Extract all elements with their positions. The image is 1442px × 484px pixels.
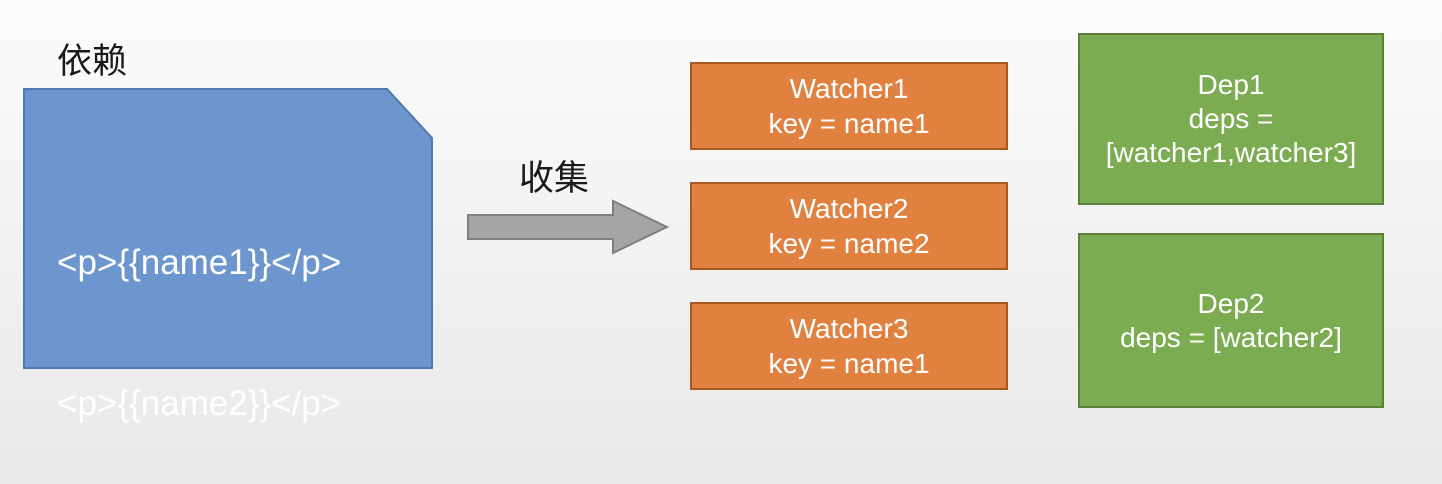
watcher-title: Watcher3 <box>789 313 909 344</box>
template-code: <p>{{name1}}</p> <p>{{name2}}</p> <p>{{n… <box>57 145 341 484</box>
watcher-key: key = name2 <box>768 228 930 259</box>
collect-label: 收集 <box>519 159 590 198</box>
dep2-box: Dep2 deps = [watcher2] <box>1078 233 1384 408</box>
watcher1-box: Watcher1 key = name1 <box>690 62 1008 150</box>
dep-line: [watcher1,watcher3] <box>1105 137 1357 168</box>
watcher2-box: Watcher2 key = name2 <box>690 182 1008 270</box>
watcher3-box: Watcher3 key = name1 <box>690 302 1008 390</box>
dependency-label: 依赖 <box>57 42 128 81</box>
watcher-title: Watcher2 <box>789 193 909 224</box>
collect-arrow <box>467 199 669 255</box>
dep-title: Dep1 <box>1197 69 1265 100</box>
right-arrow-icon <box>467 199 669 255</box>
snipped-rect-shape <box>23 88 433 369</box>
watcher-key: key = name1 <box>768 108 930 139</box>
dep1-box: Dep1 deps = [watcher1,watcher3] <box>1078 33 1384 205</box>
dep-line: deps = [watcher2] <box>1120 321 1342 353</box>
dep-line: deps = <box>1188 103 1274 134</box>
watcher-title: Watcher1 <box>789 73 909 104</box>
watcher-key: key = name1 <box>768 348 930 379</box>
template-code-line: <p>{{name1}}</p> <box>57 243 342 282</box>
template-box: <p>{{name1}}</p> <p>{{name2}}</p> <p>{{n… <box>23 88 433 423</box>
template-code-line: <p>{{name2}}</p> <box>57 384 342 423</box>
dep-title: Dep2 <box>1197 287 1265 319</box>
